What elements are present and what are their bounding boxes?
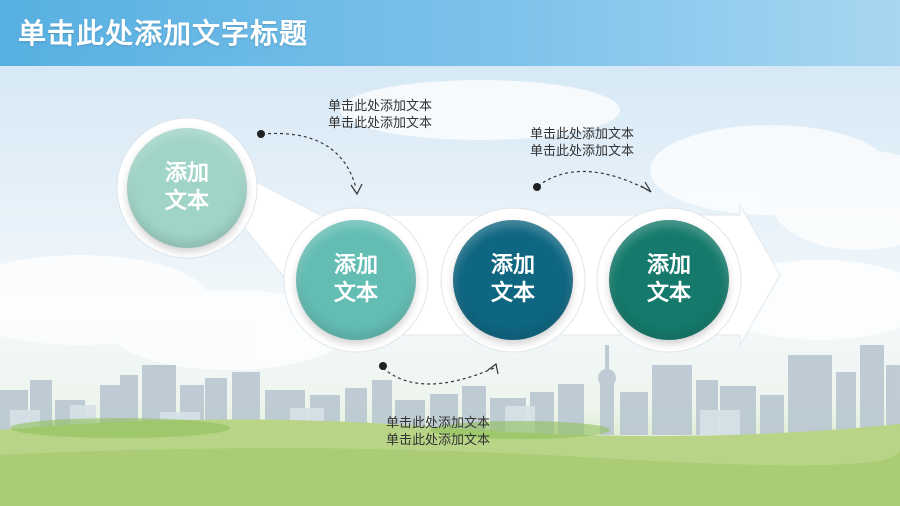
title-bar: 单击此处添加文字标题 [0,0,900,66]
step-label: 添加文本 [164,161,209,214]
step-label: 添加文本 [490,253,535,306]
connector-dot [533,183,541,191]
page-title[interactable]: 单击此处添加文字标题 [18,17,309,50]
step-circle-2[interactable]: 添加文本 [296,220,416,340]
step-label: 添加文本 [646,253,691,306]
grass-front [0,448,900,506]
connector-dot [379,362,387,370]
text-note-2[interactable]: 单击此处添加文本 单击此处添加文本 [530,127,635,159]
connector-dot [257,130,265,138]
arrowhead-icon [487,362,499,375]
arrowhead-icon [350,183,363,196]
text-note-3[interactable]: 单击此处添加文本 单击此处添加文本 [386,416,491,448]
step-circle-1[interactable]: 添加文本 [127,128,247,248]
step-circle-4[interactable]: 添加文本 [609,220,729,340]
step-circle-3[interactable]: 添加文本 [453,220,573,340]
dashed-connectors [261,132,649,385]
arrowhead-icon [640,181,652,193]
clouds [0,80,900,370]
step-label: 添加文本 [333,253,378,306]
text-note-1[interactable]: 单击此处添加文本 单击此处添加文本 [328,99,433,131]
